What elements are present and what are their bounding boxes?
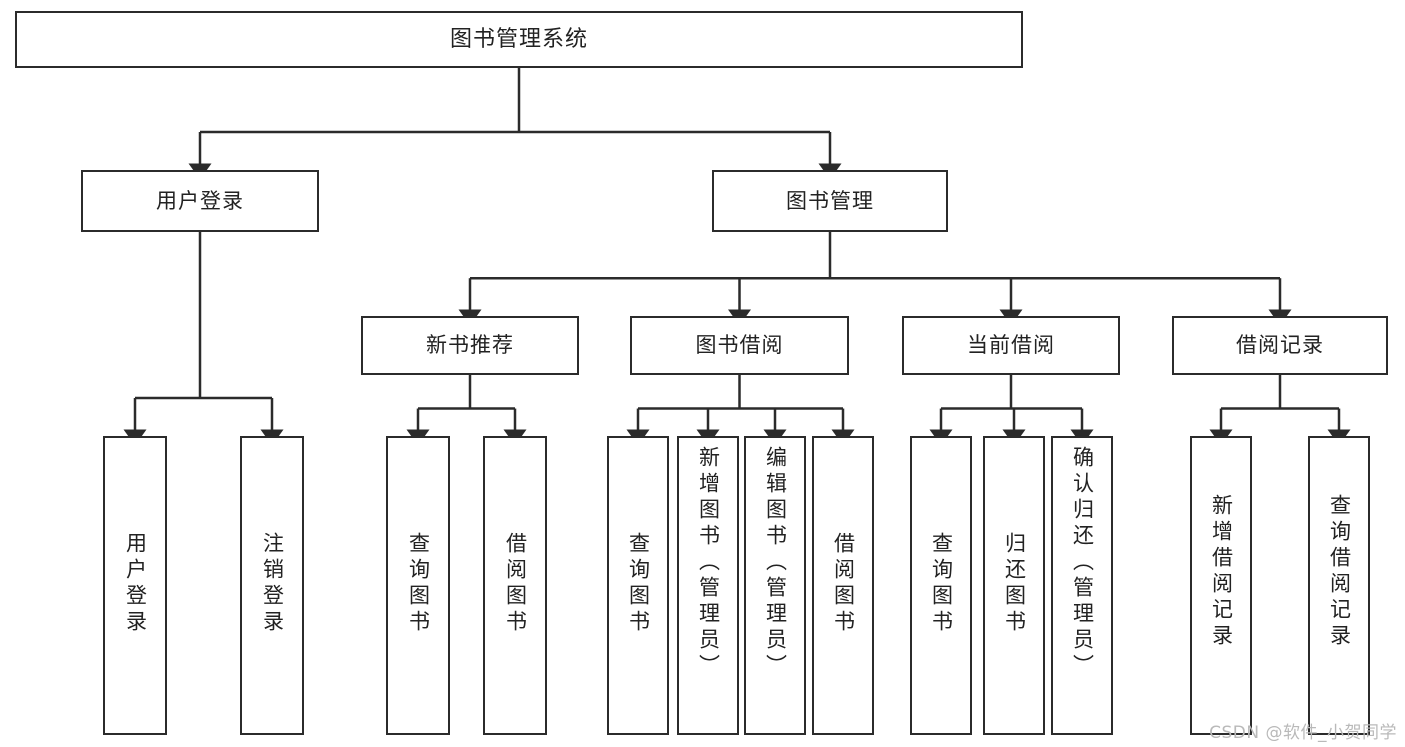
node-leaf-query-book-2[interactable]: 查询图书 <box>607 436 669 735</box>
node-leaf-borrow-book-2-label: 借阅图书 <box>831 532 856 636</box>
node-leaf-query-borrow-record[interactable]: 查询借阅记录 <box>1308 436 1370 735</box>
node-leaf-return-book-label: 归还图书 <box>1002 532 1027 636</box>
node-leaf-user-login[interactable]: 用户登录 <box>103 436 167 735</box>
node-leaf-query-book-1[interactable]: 查询图书 <box>386 436 450 735</box>
node-current-borrow[interactable]: 当前借阅 <box>902 316 1120 375</box>
node-borrow-record[interactable]: 借阅记录 <box>1172 316 1388 375</box>
node-leaf-logout-login-label: 注销登录 <box>260 532 285 636</box>
node-book-borrow-label: 图书借阅 <box>695 333 784 358</box>
node-leaf-user-login-label: 用户登录 <box>123 532 148 636</box>
node-leaf-confirm-return-admin[interactable]: 确认归还（管理员） <box>1051 436 1113 735</box>
node-leaf-edit-book-admin-label: 编辑图书（管理员） <box>763 446 788 680</box>
node-root[interactable]: 图书管理系统 <box>15 11 1023 68</box>
node-leaf-confirm-return-admin-label: 确认归还（管理员） <box>1070 446 1095 680</box>
node-new-book-recommend[interactable]: 新书推荐 <box>361 316 579 375</box>
node-leaf-borrow-book-1[interactable]: 借阅图书 <box>483 436 547 735</box>
node-leaf-logout-login[interactable]: 注销登录 <box>240 436 304 735</box>
node-leaf-query-book-3-label: 查询图书 <box>929 532 954 636</box>
node-leaf-edit-book-admin[interactable]: 编辑图书（管理员） <box>744 436 806 735</box>
node-new-book-recommend-label: 新书推荐 <box>426 333 514 358</box>
node-leaf-return-book[interactable]: 归还图书 <box>983 436 1045 735</box>
node-leaf-borrow-book-1-label: 借阅图书 <box>503 532 528 636</box>
node-leaf-add-borrow-record-label: 新增借阅记录 <box>1209 494 1234 650</box>
node-leaf-add-book-admin-label: 新增图书（管理员） <box>696 446 721 680</box>
node-root-label: 图书管理系统 <box>449 26 588 52</box>
node-book-borrow[interactable]: 图书借阅 <box>630 316 849 375</box>
node-user-login[interactable]: 用户登录 <box>81 170 319 232</box>
node-leaf-add-borrow-record[interactable]: 新增借阅记录 <box>1190 436 1252 735</box>
csdn-watermark: CSDN @软件_小贺同学 <box>1209 723 1397 743</box>
node-user-login-label: 用户登录 <box>156 188 244 213</box>
node-leaf-query-borrow-record-label: 查询借阅记录 <box>1327 494 1352 650</box>
node-book-manage-label: 图书管理 <box>786 188 874 213</box>
node-book-manage[interactable]: 图书管理 <box>712 170 948 232</box>
node-borrow-record-label: 借阅记录 <box>1236 333 1324 358</box>
node-leaf-query-book-3[interactable]: 查询图书 <box>910 436 972 735</box>
node-leaf-add-book-admin[interactable]: 新增图书（管理员） <box>677 436 739 735</box>
node-current-borrow-label: 当前借阅 <box>967 333 1055 358</box>
node-leaf-borrow-book-2[interactable]: 借阅图书 <box>812 436 874 735</box>
node-leaf-query-book-2-label: 查询图书 <box>626 532 651 636</box>
node-leaf-query-book-1-label: 查询图书 <box>406 532 431 636</box>
